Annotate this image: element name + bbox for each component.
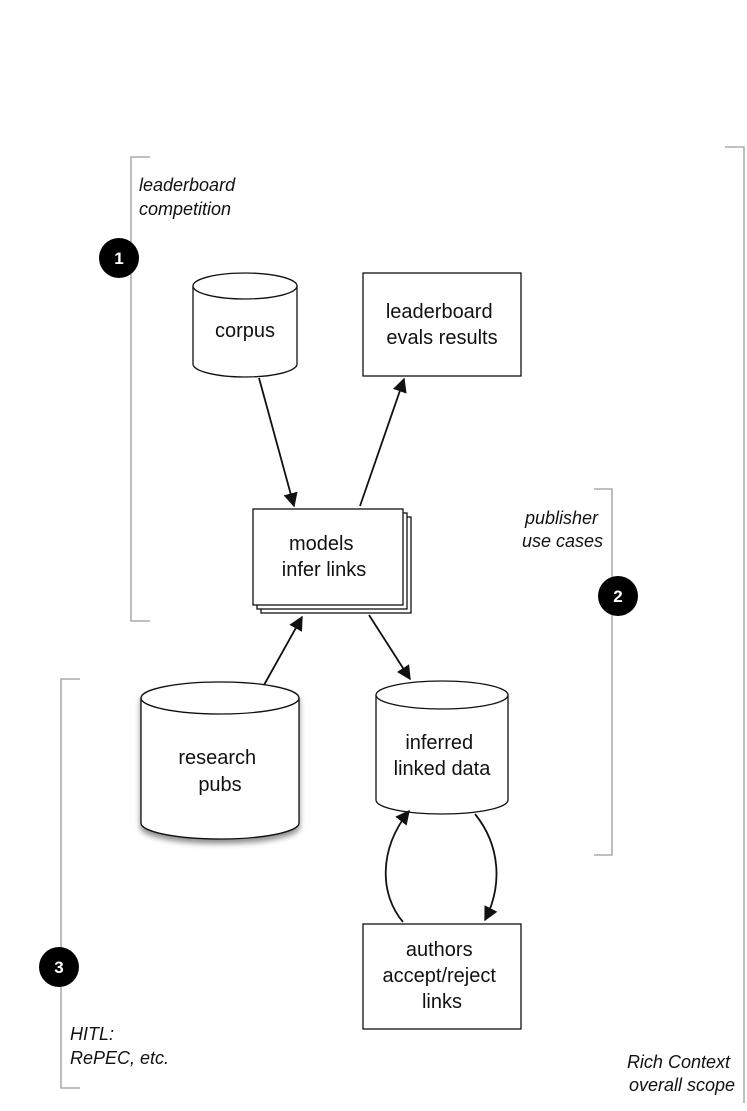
rich-context-scope-bracket: [725, 146, 745, 1103]
edge-research-to-models: [263, 615, 303, 686]
inferred-linked-data-cylinder: inferred linked data: [375, 680, 509, 815]
publisher-scope-bracket: [594, 488, 613, 856]
edge-models-to-leaderboard: [359, 377, 407, 507]
edge-corpus-to-models: [258, 377, 298, 508]
svg-text:3: 3: [54, 958, 63, 977]
rich-context-scope-label: Rich Context overall scope: [627, 1052, 735, 1095]
research-pubs-label: research pubs: [178, 747, 261, 796]
scope-marker-1: 1: [99, 238, 139, 278]
leaderboard-scope-label: leaderboard competition: [139, 175, 240, 219]
models-label: models infer links: [282, 533, 366, 581]
models-stack: models infer links: [252, 508, 412, 614]
leaderboard-results-box: leaderboard evals results: [362, 272, 522, 377]
corpus-label: corpus: [215, 320, 275, 342]
authors-box: authors accept/reject links: [362, 923, 522, 1030]
svg-text:1: 1: [114, 249, 123, 268]
scope-marker-2: 2: [598, 576, 638, 616]
inferred-linked-data-label: inferred linked data: [394, 732, 492, 780]
hitl-scope-label: HITL: RePEC, etc.: [70, 1024, 169, 1068]
corpus-cylinder: corpus: [192, 272, 298, 378]
research-pubs-cylinder: [140, 681, 300, 840]
edge-models-to-inferred: [368, 614, 411, 681]
leaderboard-results-label: leaderboard evals results: [386, 301, 498, 349]
scope-marker-3: 3: [39, 947, 79, 987]
edge-inferred-to-authors: [474, 813, 498, 922]
hitl-scope-bracket: [60, 678, 80, 1089]
publisher-scope-label: publisher use cases: [522, 508, 603, 551]
authors-label: authors accept/reject links: [383, 939, 502, 1013]
svg-text:2: 2: [613, 587, 622, 606]
leaderboard-scope-bracket: [130, 156, 150, 622]
edge-authors-to-inferred: [384, 809, 410, 923]
